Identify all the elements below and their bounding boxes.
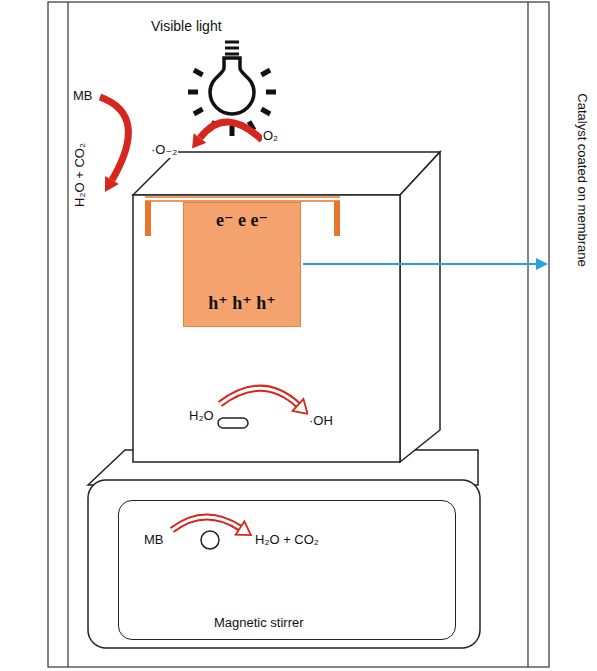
reaction-arrow (220, 388, 308, 414)
dye-label: MB (72, 88, 94, 104)
frame-line (527, 2, 528, 667)
dye-label: MB (143, 532, 165, 548)
water-label: H₂O (188, 408, 215, 424)
oxygen-label: O₂ (262, 128, 279, 144)
frame (48, 2, 549, 667)
electron-label: e⁻ e e⁻ (216, 209, 268, 231)
reaction-arrow (172, 517, 251, 535)
stir-bar (218, 418, 248, 428)
catalyst-membrane: e⁻ e e⁻ h⁺ h⁺ h⁺ (183, 202, 301, 327)
product-label: H₂O + CO₂ (72, 142, 88, 208)
radical-label: ·O₋₂ (150, 142, 178, 158)
reaction-arrow (100, 97, 128, 192)
node-label: Magnetic stirrer (214, 615, 304, 631)
product-label: H₂O + CO₂ (254, 532, 320, 548)
stir-bar-circle (201, 531, 219, 549)
light-label: Visible light (150, 18, 223, 34)
stirrer-housing (88, 480, 480, 648)
reaction-arrow (192, 122, 262, 148)
hole-label: h⁺ h⁺ h⁺ (208, 292, 276, 314)
leader-arrow (303, 258, 548, 270)
callout-label: Catalyst coated on membrane (574, 92, 590, 267)
frame-line (67, 2, 68, 667)
stirrer-panel: Magnetic stirrer (118, 500, 456, 640)
radical-label: ·OH (308, 413, 334, 429)
reactor-cube (133, 152, 440, 462)
